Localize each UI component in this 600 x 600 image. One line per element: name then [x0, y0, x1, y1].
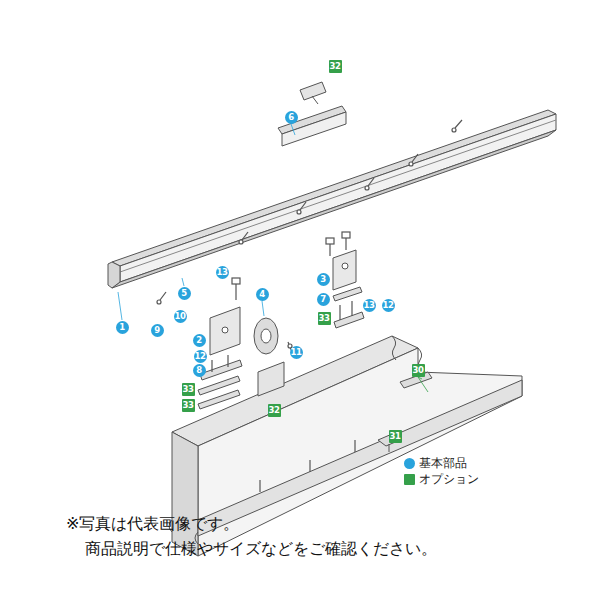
callout-number: 1	[116, 321, 129, 334]
callout-number: 32	[329, 60, 342, 73]
callout-number: 33	[318, 312, 331, 325]
callout-number: 4	[256, 288, 269, 301]
callout-number: 9	[151, 324, 164, 337]
callout-number: 8	[193, 364, 206, 377]
callout-number: 5	[178, 287, 191, 300]
legend-entry: オプション	[404, 471, 479, 488]
callout-number: 3	[317, 273, 330, 286]
callout-number: 11	[290, 346, 303, 359]
callout-number: 30	[412, 364, 425, 377]
callout-number: 6	[285, 111, 298, 124]
callout-number: 13	[216, 266, 229, 279]
callout-number: 12	[382, 299, 395, 312]
legend-text: オプション	[419, 471, 479, 488]
callout-number: 12	[194, 350, 207, 363]
callout-number: 33	[182, 383, 195, 396]
callout-number: 31	[389, 430, 402, 443]
legend-text: 基本部品	[419, 455, 467, 472]
callout-number: 33	[182, 399, 195, 412]
callout-number: 2	[193, 334, 206, 347]
callout-number: 7	[317, 293, 330, 306]
callout-number: 32	[268, 404, 281, 417]
legend-swatch	[404, 474, 415, 485]
callout-number: 13	[363, 299, 376, 312]
legend-entry: 基本部品	[404, 455, 467, 472]
caption: ※写真は代表画像です。 商品説明で仕様やサイズなどをご確認ください。	[66, 511, 525, 561]
legend-swatch	[404, 458, 415, 469]
callout-number: 10	[174, 310, 187, 323]
